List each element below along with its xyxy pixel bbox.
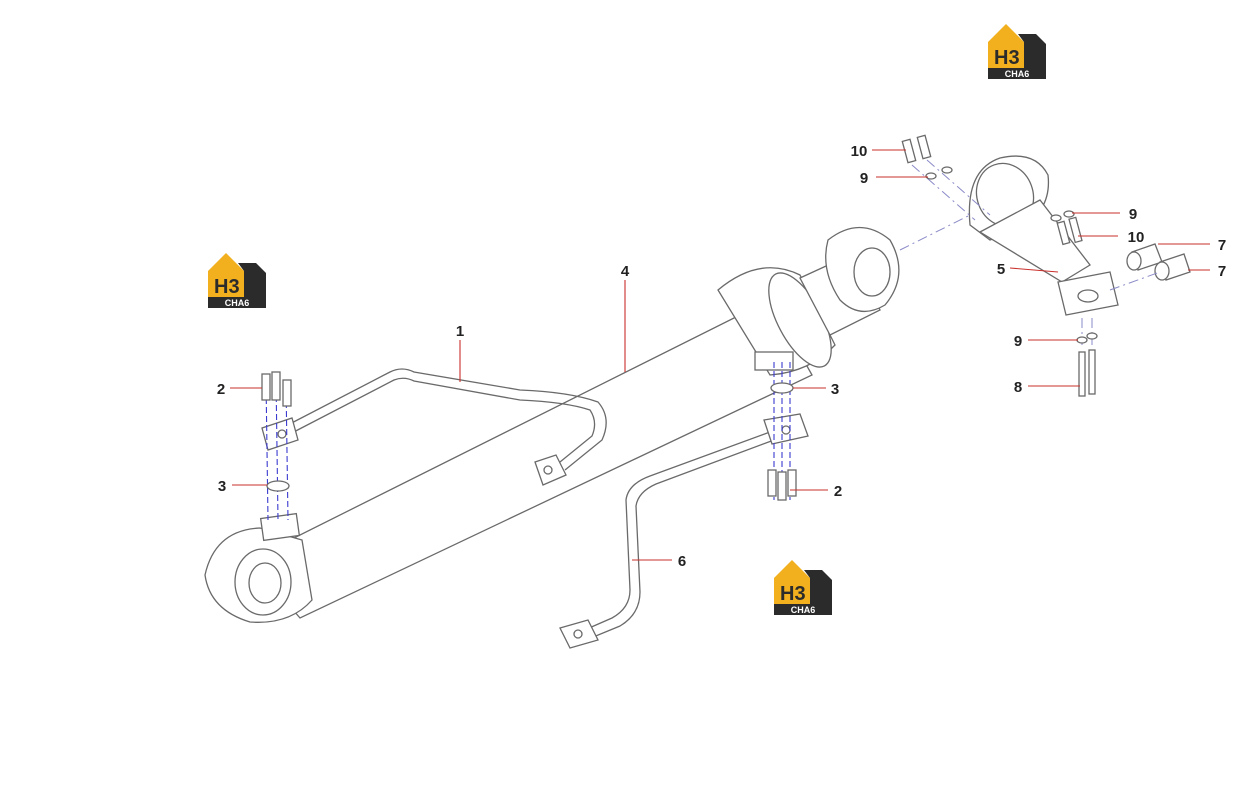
- svg-text:3: 3: [218, 478, 226, 495]
- callout-4: 4: [621, 263, 630, 372]
- callout-8: 8: [1014, 379, 1080, 396]
- logo-sub-text: CHA6: [225, 298, 250, 308]
- svg-text:6: 6: [678, 553, 686, 570]
- svg-text:9: 9: [1129, 206, 1137, 223]
- logo-main-text: H3: [214, 276, 240, 298]
- svg-text:10: 10: [851, 143, 868, 160]
- callout-9-top: 9: [860, 170, 928, 187]
- svg-text:2: 2: [834, 483, 842, 500]
- callout-10-right: 10: [1078, 229, 1144, 246]
- o-ring-left: [266, 480, 290, 492]
- svg-text:9: 9: [1014, 333, 1022, 350]
- svg-text:2: 2: [217, 381, 225, 398]
- svg-text:9: 9: [860, 170, 868, 187]
- svg-text:4: 4: [621, 263, 630, 280]
- hydraulic-pipe-6: [559, 413, 809, 649]
- callout-7-bottom: 7: [1188, 263, 1226, 280]
- callout-9-right: 9: [1072, 206, 1137, 223]
- callout-3-left: 3: [218, 478, 267, 495]
- o-ring-right: [770, 382, 794, 394]
- logo-main-text: H3: [994, 47, 1020, 69]
- svg-text:7: 7: [1218, 237, 1226, 254]
- svg-text:10: 10: [1128, 229, 1145, 246]
- callout-2-left: 2: [217, 381, 262, 398]
- callout-9-bottom: 9: [1014, 333, 1078, 350]
- logo-left: H3 CHA6: [208, 253, 266, 308]
- logo-sub-text: CHA6: [791, 605, 816, 615]
- right-bolt-set: [767, 362, 797, 501]
- logo-sub-text: CHA6: [1005, 69, 1030, 79]
- callout-1: 1: [456, 323, 464, 382]
- svg-text:5: 5: [997, 261, 1005, 278]
- logo-main-text: H3: [780, 583, 806, 605]
- callouts: 1 2 2 3 3 4 5 6: [217, 143, 1226, 570]
- callout-6: 6: [632, 553, 686, 570]
- logo-bottom: H3 CHA6: [774, 560, 832, 615]
- svg-text:1: 1: [456, 323, 464, 340]
- logo-top-right: H3 CHA6: [988, 24, 1046, 79]
- svg-text:8: 8: [1014, 379, 1022, 396]
- svg-text:3: 3: [831, 381, 839, 398]
- callout-5: 5: [997, 261, 1059, 278]
- callout-3-right: 3: [793, 381, 839, 398]
- callout-2-right: 2: [790, 483, 842, 500]
- hydraulic-pipe-1: [261, 368, 607, 471]
- svg-text:7: 7: [1218, 263, 1226, 280]
- callout-7-top: 7: [1158, 237, 1226, 254]
- hydraulic-cylinder: [204, 227, 900, 623]
- left-bolt-set: [261, 371, 292, 521]
- callout-10-top: 10: [851, 143, 906, 160]
- mounting-bracket: [899, 134, 1191, 397]
